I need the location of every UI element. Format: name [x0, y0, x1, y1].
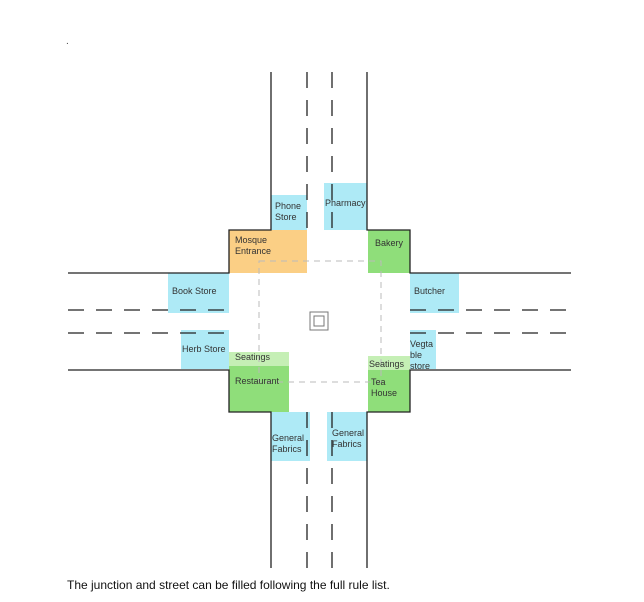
label-seatings-right: Seatings: [369, 359, 405, 369]
block-seatings-right: [368, 356, 410, 370]
label-line: Phone: [275, 201, 301, 211]
label-book-store: Book Store: [172, 286, 217, 296]
label-line: Restaurant: [235, 376, 280, 386]
block-vegetable-store: [410, 330, 436, 369]
label-line: Bakery: [375, 238, 404, 248]
caption: The junction and street can be filled fo…: [67, 578, 390, 592]
label-line: Seatings: [235, 352, 271, 362]
label-line: Book Store: [172, 286, 217, 296]
road-edges: [68, 72, 571, 568]
label-butcher: Butcher: [414, 286, 445, 296]
label-line: Store: [275, 212, 297, 222]
label-line: store: [410, 361, 430, 371]
block-fabrics-right: [327, 412, 367, 461]
label-line: Butcher: [414, 286, 445, 296]
label-restaurant: Restaurant: [235, 376, 280, 386]
block-book-store: [168, 273, 229, 313]
block-bakery: [368, 230, 410, 273]
block-mosque-entrance: [229, 230, 307, 273]
block-fabrics-left: [271, 412, 310, 461]
label-line: Tea: [371, 377, 386, 387]
label-line: Entrance: [235, 246, 271, 256]
label-herb-store: Herb Store: [182, 344, 226, 354]
label-line: Pharmacy: [325, 198, 366, 208]
label-line: Fabrics: [332, 439, 362, 449]
block-tea-house: [368, 370, 410, 412]
label-line: Mosque: [235, 235, 267, 245]
block-phone-store: [271, 195, 307, 230]
label-line: General: [272, 433, 304, 443]
label-line: House: [371, 388, 397, 398]
label-line: Seatings: [369, 359, 405, 369]
label-line: General: [332, 428, 364, 438]
lane-markings: [68, 72, 571, 568]
corner-mark: .: [66, 36, 69, 47]
junction-inner-outline: [258, 260, 382, 383]
blocks: [168, 183, 459, 461]
square-in-square-icon: [309, 311, 329, 331]
label-line: ble: [410, 350, 422, 360]
label-line: Herb Store: [182, 344, 226, 354]
block-pharmacy: [324, 183, 367, 230]
label-line: Vegta: [410, 339, 433, 349]
block-herb-store: [181, 330, 229, 369]
label-pharmacy: Pharmacy: [325, 198, 366, 208]
label-seatings-left: Seatings: [235, 352, 271, 362]
block-butcher: [410, 273, 459, 313]
label-bakery: Bakery: [375, 238, 404, 248]
label-line: Fabrics: [272, 444, 302, 454]
block-restaurant: [229, 366, 289, 412]
